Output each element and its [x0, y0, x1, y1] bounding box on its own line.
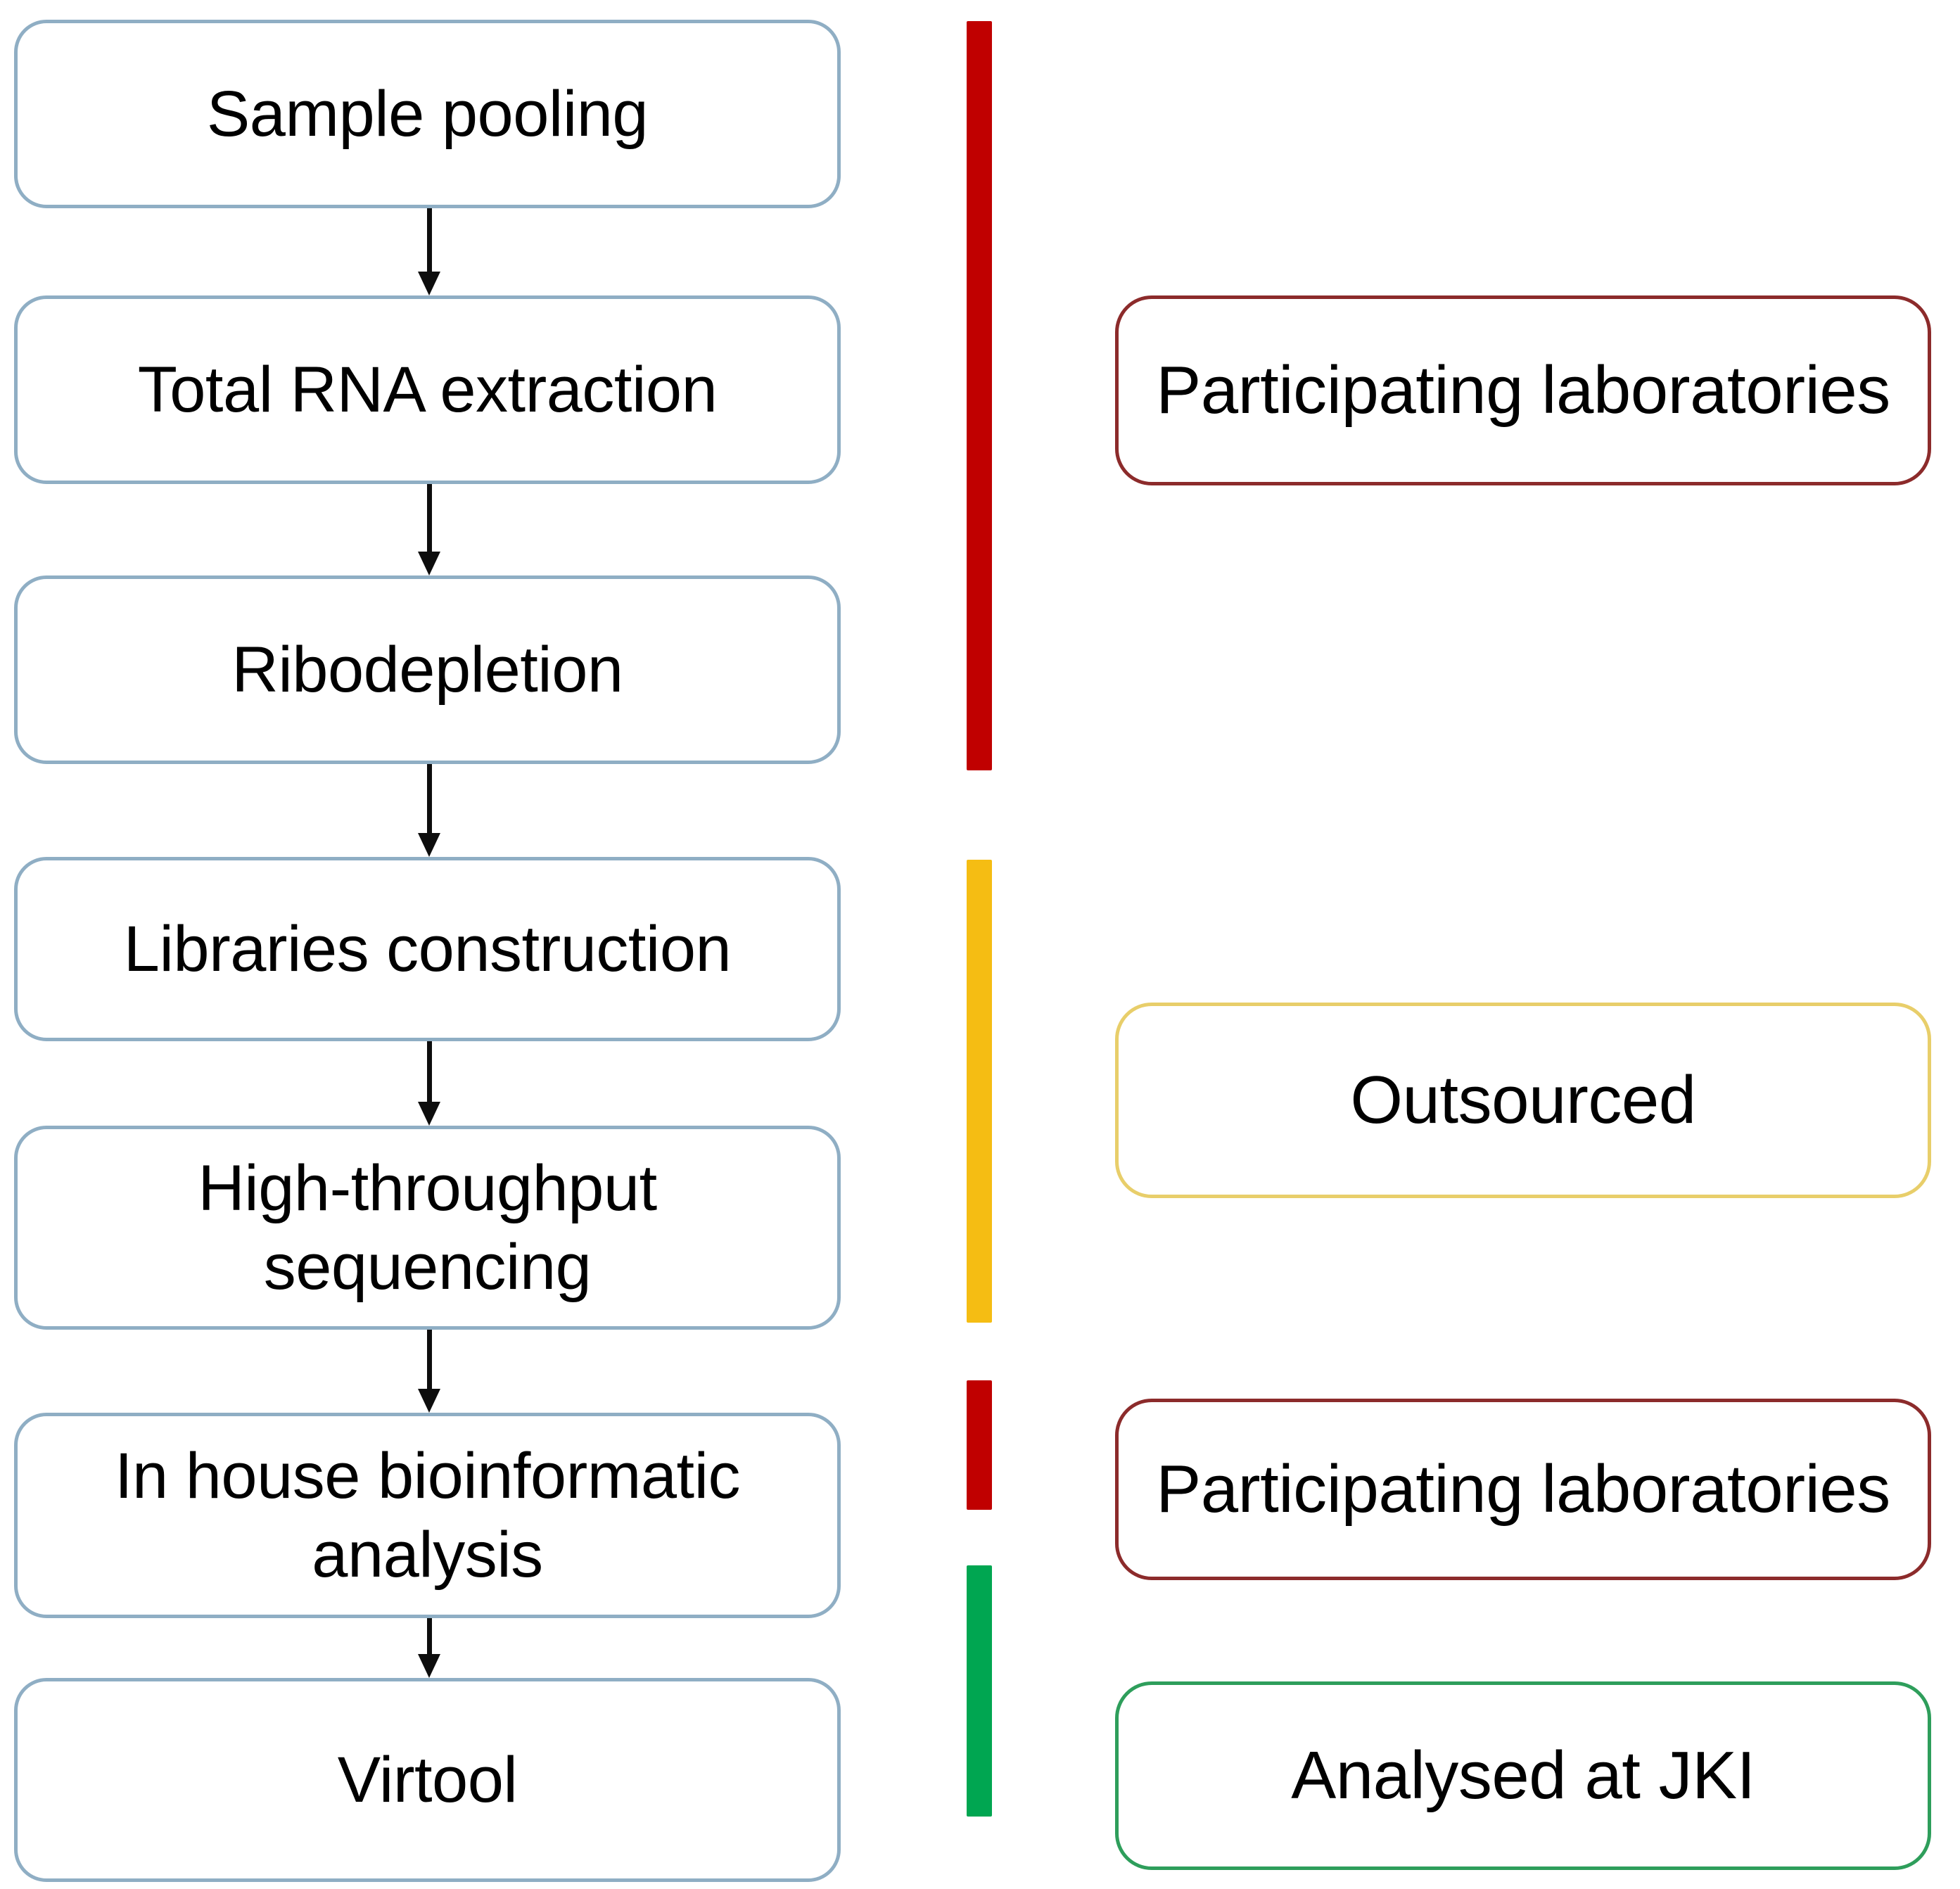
flow-step-total-rna-extraction[interactable]: Total RNA extraction [14, 295, 841, 484]
flow-step-high-throughput-sequencing[interactable]: High-throughput sequencing [14, 1126, 841, 1330]
connector-arrow-2 [415, 484, 443, 575]
legend-box-analysed-at-jki[interactable]: Analysed at JKI [1115, 1681, 1931, 1870]
flow-step-sample-pooling[interactable]: Sample pooling [14, 20, 841, 208]
flow-step-libraries-construction[interactable]: Libraries construction [14, 857, 841, 1041]
legend-box-participating-laboratories-1[interactable]: Participating laboratories [1115, 295, 1931, 485]
flow-step-label: Libraries construction [123, 912, 732, 985]
legend-box-label: Analysed at JKI [1291, 1738, 1755, 1814]
category-bar-jki [967, 1565, 992, 1817]
legend-box-label: Participating laboratories [1156, 352, 1890, 428]
connector-arrow-5 [415, 1330, 443, 1413]
connector-arrow-6 [415, 1618, 443, 1678]
flow-step-label: Virtool [337, 1743, 518, 1816]
flow-step-label: High-throughput sequencing [198, 1152, 657, 1303]
flow-step-label: In house bioinformatic analysis [114, 1439, 741, 1591]
legend-box-label: Participating laboratories [1156, 1451, 1890, 1527]
flow-step-ribodepletion[interactable]: Ribodepletion [14, 575, 841, 764]
legend-box-participating-laboratories-2[interactable]: Participating laboratories [1115, 1399, 1931, 1580]
connector-arrow-1 [415, 208, 443, 295]
flow-step-label: Ribodepletion [231, 633, 623, 706]
category-bar-outsourced [967, 860, 992, 1323]
flow-step-label: Sample pooling [206, 77, 649, 150]
flow-step-virtool[interactable]: Virtool [14, 1678, 841, 1882]
connector-arrow-3 [415, 764, 443, 857]
flow-step-in-house-bioinformatic-analysis[interactable]: In house bioinformatic analysis [14, 1413, 841, 1618]
flow-step-label: Total RNA extraction [137, 353, 718, 426]
connector-arrow-4 [415, 1041, 443, 1126]
category-bar-participating-1 [967, 21, 992, 770]
legend-box-label: Outsourced [1350, 1062, 1696, 1138]
category-bar-participating-2 [967, 1380, 992, 1510]
legend-box-outsourced[interactable]: Outsourced [1115, 1003, 1931, 1198]
